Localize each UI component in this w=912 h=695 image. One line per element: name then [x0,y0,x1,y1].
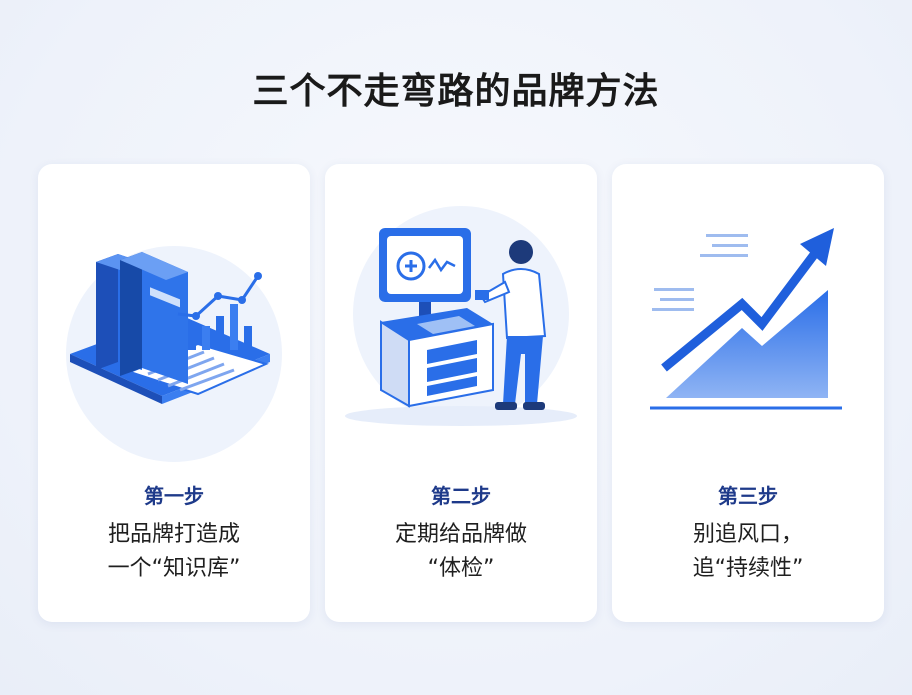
step-label: 第二步 [431,484,491,508]
step-description: 定期给品牌做 “体检” [394,522,527,581]
step-label: 第三步 [718,484,778,508]
person-monitor-icon [345,206,577,426]
page-title: 三个不走弯路的品牌方法 [252,71,660,112]
growth-arrow-icon [650,228,842,410]
method-card-1: 第一步 把品牌打造成 一个“知识库” [38,164,310,622]
step-label: 第一步 [144,484,204,508]
step-description: 别追风口， 追“持续性” [692,522,804,581]
step-description: 把品牌打造成 一个“知识库” [107,522,241,581]
method-card-2: 第二步 定期给品牌做 “体检” [325,164,597,622]
books-chart-icon [66,246,282,462]
method-card-3: 第三步 别追风口， 追“持续性” [612,164,884,622]
